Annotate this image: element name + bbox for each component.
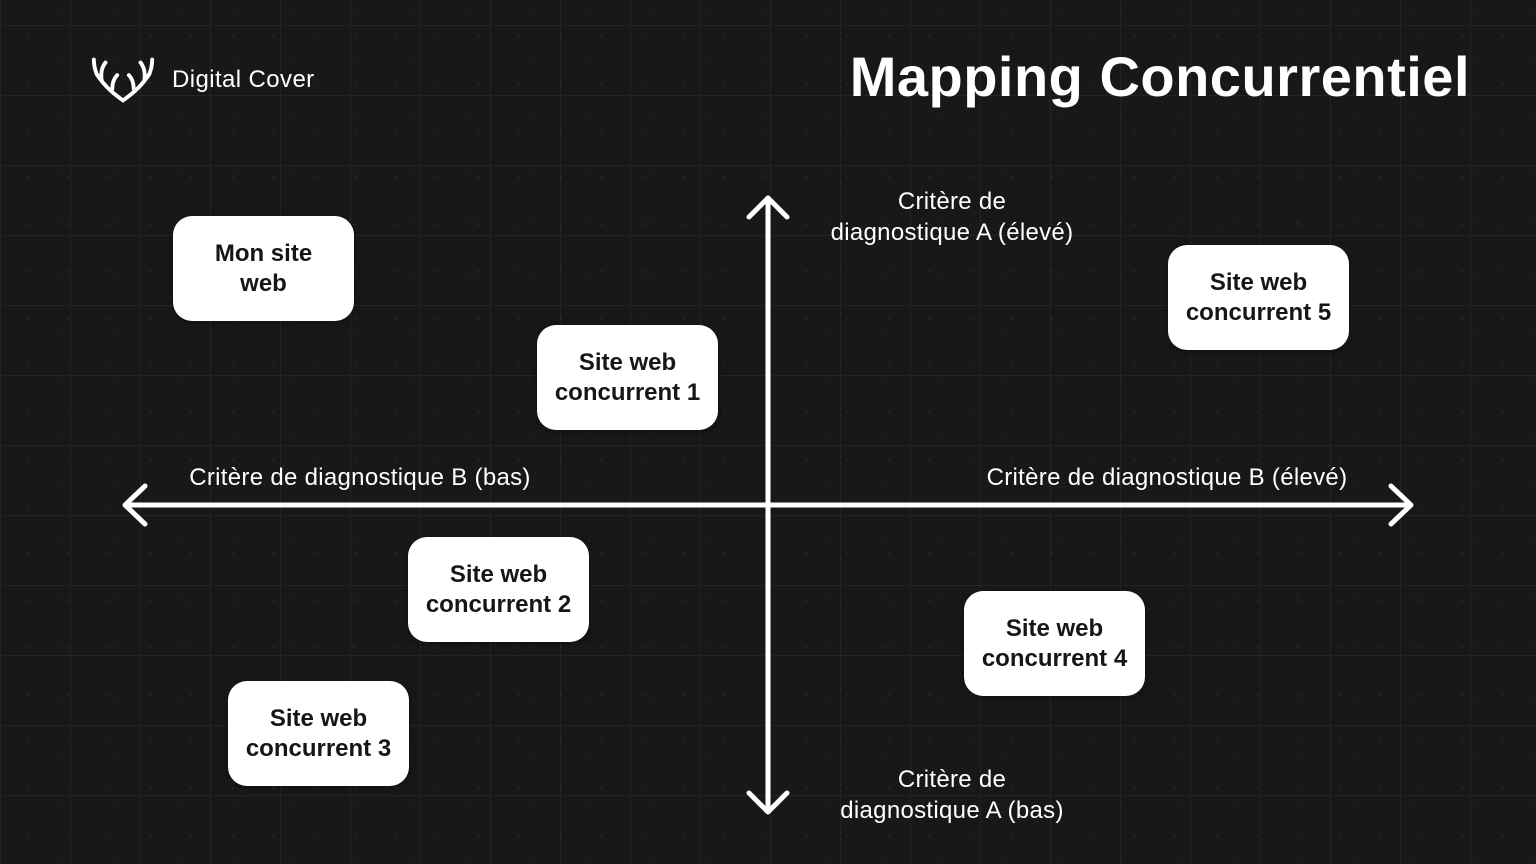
axis-label-line: diagnostique A (bas) — [840, 797, 1064, 824]
page-title: Mapping Concurrentiel — [849, 45, 1470, 108]
brand-logo: Digital Cover — [88, 54, 315, 106]
axis-label-a-high: Critère de diagnostique A (élevé) — [802, 186, 1102, 248]
map-item-box: Site web concurrent 1 — [537, 325, 718, 430]
arrow-up-icon — [746, 195, 790, 220]
axis-label-line: Critère de — [897, 766, 1007, 793]
axis-label-b-high: Critère de diagnostique B (élevé) — [986, 464, 1348, 491]
arrow-left-icon — [122, 483, 148, 527]
axis-label-line: diagnostique A (élevé) — [830, 219, 1074, 246]
map-item-box: Site web concurrent 3 — [228, 681, 409, 786]
map-item-box: Mon site web — [173, 216, 354, 321]
arrow-right-icon — [1388, 483, 1414, 527]
axis-label-line: Critère de — [897, 188, 1007, 215]
map-item-box: Site web concurrent 5 — [1168, 245, 1349, 350]
arrow-down-icon — [746, 790, 790, 815]
brand-name: Digital Cover — [172, 66, 315, 93]
axis-label-b-low: Critère de diagnostique B (bas) — [189, 464, 531, 491]
axis-label-a-low: Critère de diagnostique A (bas) — [802, 764, 1102, 826]
antlers-icon — [91, 57, 155, 103]
map-item-box: Site web concurrent 4 — [964, 591, 1145, 696]
map-item-box: Site web concurrent 2 — [408, 537, 589, 642]
